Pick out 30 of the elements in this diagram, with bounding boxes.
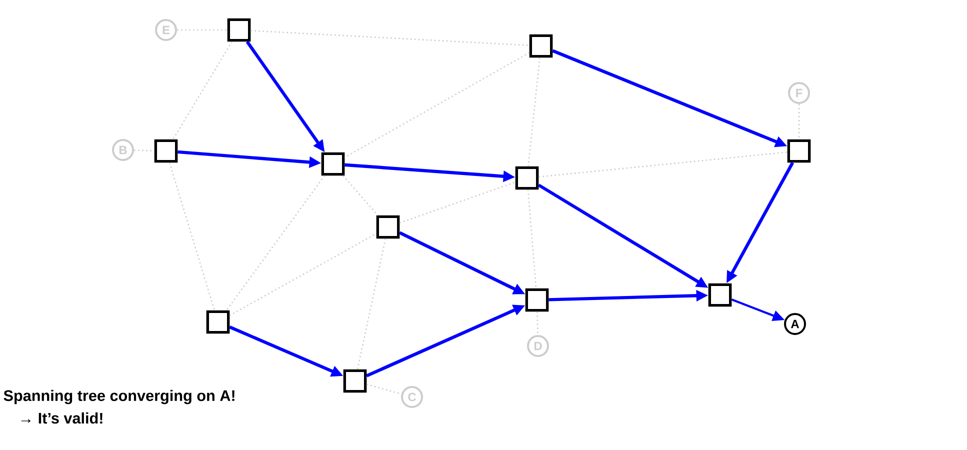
dotted-line (356, 238, 386, 370)
dotted-line (798, 104, 800, 140)
dotted-line (366, 384, 402, 395)
dotted-line (536, 312, 538, 336)
square-node (206, 310, 230, 334)
dotted-line (527, 190, 537, 288)
square-node (529, 34, 553, 58)
square-node (227, 18, 251, 42)
caption-text: → It’s valid! (21, 412, 102, 424)
dotted-line (226, 175, 326, 311)
dotted-line (134, 150, 154, 152)
square-node (708, 283, 732, 307)
dotted-line (177, 29, 228, 31)
square-node (321, 152, 345, 176)
dotted-line (342, 175, 378, 216)
caption-text: Spanning tree converging on A! (4, 390, 234, 404)
square-node (787, 139, 811, 163)
square-node (525, 288, 549, 312)
square-node (154, 139, 178, 163)
square-node (515, 166, 539, 190)
square-node (376, 215, 400, 239)
square-node (343, 369, 367, 393)
dotted-line (250, 30, 530, 46)
dotted-line (538, 152, 788, 178)
dotted-line (528, 58, 540, 166)
dotted-line (229, 232, 377, 316)
dotted-line (344, 52, 530, 158)
dotted-line (172, 41, 233, 140)
dotted-line (399, 181, 516, 224)
dotted-line (168, 162, 216, 311)
